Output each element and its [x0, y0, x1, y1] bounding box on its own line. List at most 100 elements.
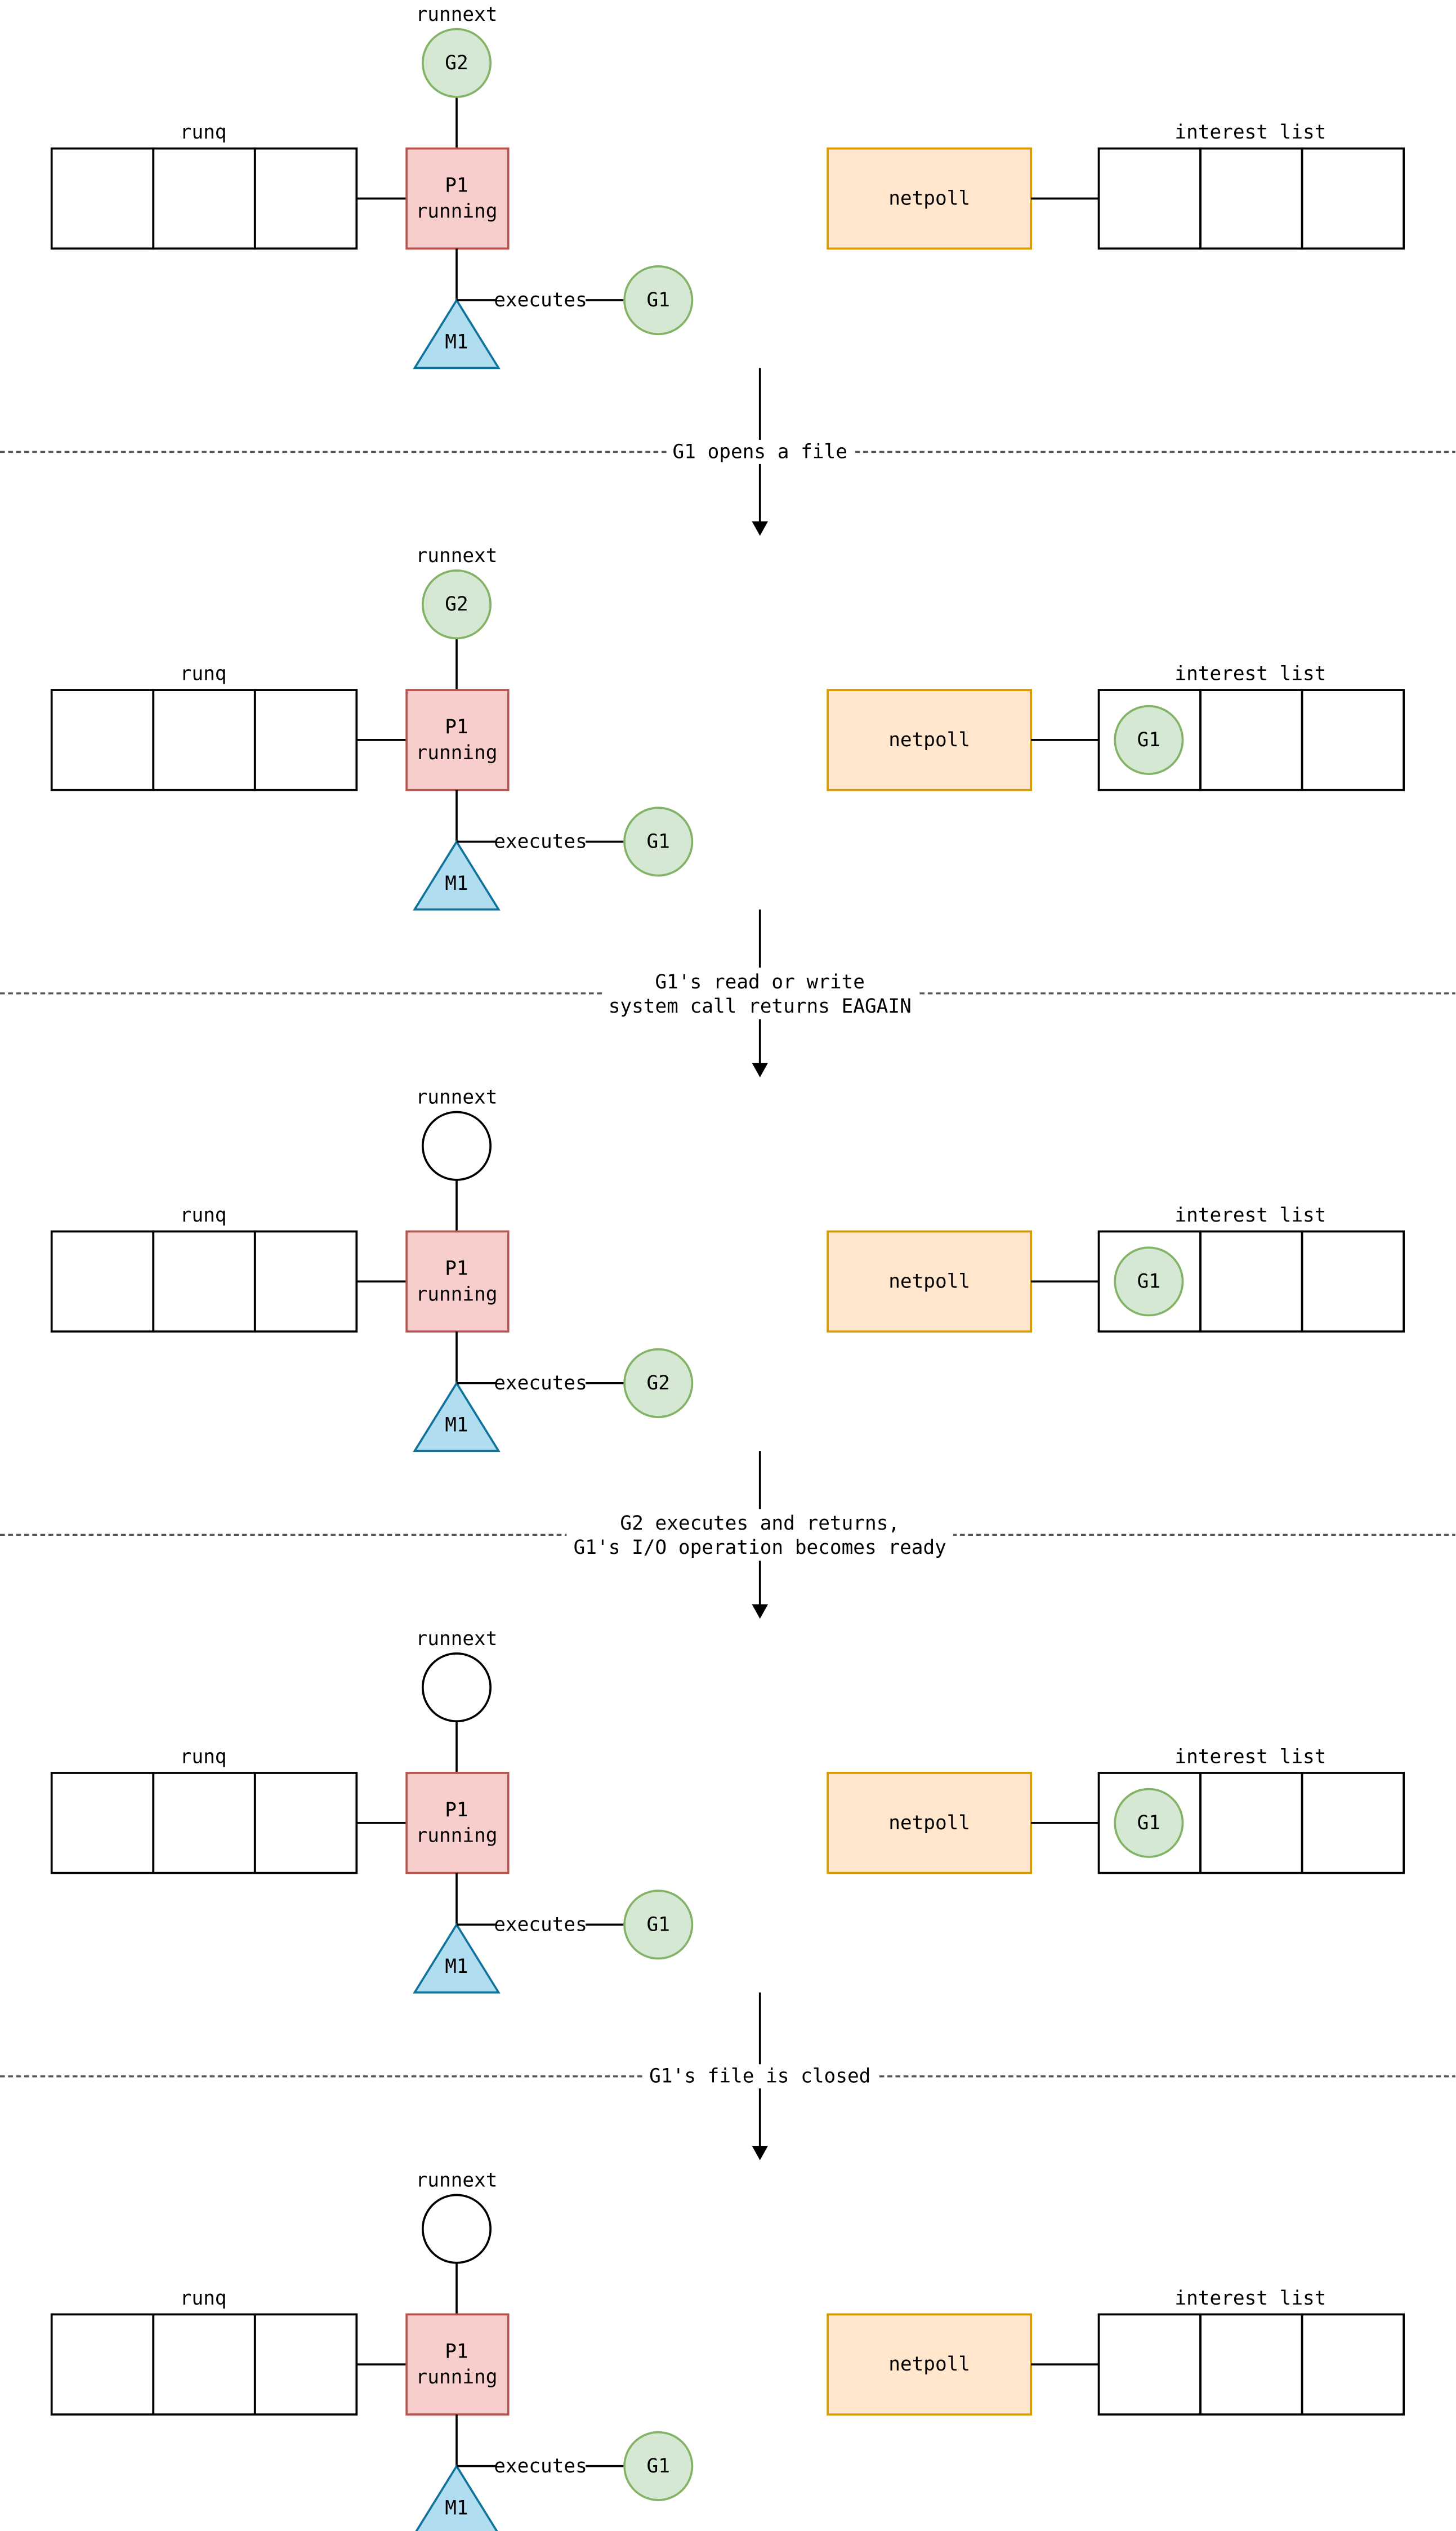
machine-m1 [415, 2464, 498, 2531]
machine-m1 [413, 1922, 501, 1994]
runq-slot-3 [253, 1230, 358, 1333]
runq-label: runq [180, 121, 227, 144]
transition-label-line-1: G2 executes and returns, [620, 1512, 900, 1535]
executes-label: executes [494, 2455, 587, 2477]
executing-goroutine-label: G2 [647, 1372, 670, 1394]
interest-slot-2 [1199, 689, 1303, 791]
interest-list-label: interest list [1174, 1745, 1326, 1768]
machine-label: M1 [445, 872, 468, 895]
runq-slot-1 [50, 1230, 155, 1333]
executing-goroutine-label: G1 [647, 2455, 670, 2477]
runnext-empty-slot [421, 2194, 492, 2264]
interest-goroutine-label: G1 [1137, 1812, 1160, 1834]
runq-queue [50, 689, 358, 791]
interest-slot-1 [1097, 2313, 1202, 2416]
runq-queue [50, 1772, 358, 1874]
interest-slot-2 [1199, 2313, 1303, 2416]
executing-goroutine [623, 1348, 694, 1418]
interest-slot-3 [1301, 147, 1405, 250]
interest-slot-3 [1301, 1772, 1405, 1874]
runq-slot-3 [253, 2313, 358, 2416]
transition-label-bg [643, 2064, 877, 2089]
runq-label: runq [180, 662, 227, 685]
transition-3: G2 executes and returns,G1's I/O operati… [0, 1451, 1455, 1619]
processor-state: running [416, 200, 498, 222]
runq-label: runq [180, 1204, 227, 1227]
interest-slot-3 [1301, 1230, 1405, 1333]
runq-label: runq [180, 2287, 227, 2310]
machine-m1 [413, 1381, 501, 1452]
runq-slot-3 [253, 147, 358, 250]
processor-name: P1 [445, 175, 468, 197]
executes-label: executes [494, 1372, 587, 1394]
executing-goroutine [623, 1890, 694, 1960]
runnext-label: runnext [416, 3, 498, 26]
netpoll-box [827, 147, 1033, 250]
netpoll-label: netpoll [888, 2353, 970, 2376]
machine-label: M1 [445, 1955, 468, 1978]
processor-name: P1 [445, 716, 468, 738]
transition-label-line-2: G1's I/O operation becomes ready [574, 1536, 946, 1559]
runnext-label: runnext [416, 2169, 498, 2192]
interest-slot-2 [1199, 147, 1303, 250]
runnext-goroutine-label: G2 [445, 593, 468, 616]
transition-1: G1 opens a file [0, 368, 1455, 536]
processor-name: P1 [445, 2340, 468, 2363]
runq-slot-2 [152, 689, 256, 791]
processor-name: P1 [445, 1799, 468, 1821]
interest-list-label: interest list [1174, 662, 1326, 685]
interest-slot-2 [1199, 1772, 1303, 1874]
processor-p1 [405, 1772, 510, 1874]
transition-arrow-head [752, 1063, 769, 1077]
runq-slot-3 [253, 1772, 358, 1874]
transition-label-line-2: system call returns EAGAIN [609, 995, 912, 1018]
runnext-empty-slot [421, 1652, 492, 1723]
processor-name: P1 [445, 1257, 468, 1280]
interest-list-label: interest list [1174, 2287, 1326, 2310]
executing-goroutine-label: G1 [647, 830, 670, 853]
runq-slot-3 [253, 689, 358, 791]
transition-label-bg [566, 1509, 954, 1561]
netpoll-label: netpoll [888, 1270, 970, 1293]
netpoll-label: netpoll [888, 729, 970, 751]
runnext-goroutine [421, 28, 492, 98]
runnext-goroutine-label: G2 [445, 52, 468, 74]
interest-list [1097, 2313, 1405, 2416]
interest-list-label: interest list [1174, 121, 1326, 144]
executing-goroutine-label: G1 [647, 289, 670, 311]
executes-label: executes [494, 1913, 587, 1936]
executing-goroutine [623, 265, 694, 336]
runq-queue [50, 1230, 358, 1333]
netpoll-box [827, 2313, 1033, 2416]
interest-list [1097, 1772, 1405, 1874]
processor-p1 [405, 689, 510, 791]
runq-slot-2 [152, 1772, 256, 1874]
runnext-label: runnext [416, 545, 498, 567]
runq-slot-2 [152, 1230, 256, 1333]
runq-label: runq [180, 1745, 227, 1768]
runnext-label: runnext [416, 1628, 498, 1650]
transition-arrow-head [752, 521, 769, 536]
runq-slot-2 [152, 2313, 256, 2416]
runq-slot-1 [50, 689, 155, 791]
processor-p1 [405, 147, 510, 250]
transition-arrow-head [752, 2145, 769, 2160]
transition-label-line-1: G1's read or write [655, 971, 865, 993]
machine-label: M1 [445, 2497, 468, 2519]
executes-label: executes [494, 289, 587, 311]
runq-slot-1 [50, 2313, 155, 2416]
runq-queue [50, 2313, 358, 2416]
machine-label: M1 [445, 331, 468, 354]
runq-slot-1 [50, 147, 155, 250]
executing-goroutine [623, 2431, 694, 2501]
interest-goroutine-label: G1 [1137, 1270, 1160, 1293]
runnext-goroutine [421, 569, 492, 640]
runq-queue [50, 147, 358, 250]
machine-label: M1 [445, 1414, 468, 1436]
netpoll-box [827, 1230, 1033, 1333]
runnext-empty-slot [421, 1111, 492, 1181]
